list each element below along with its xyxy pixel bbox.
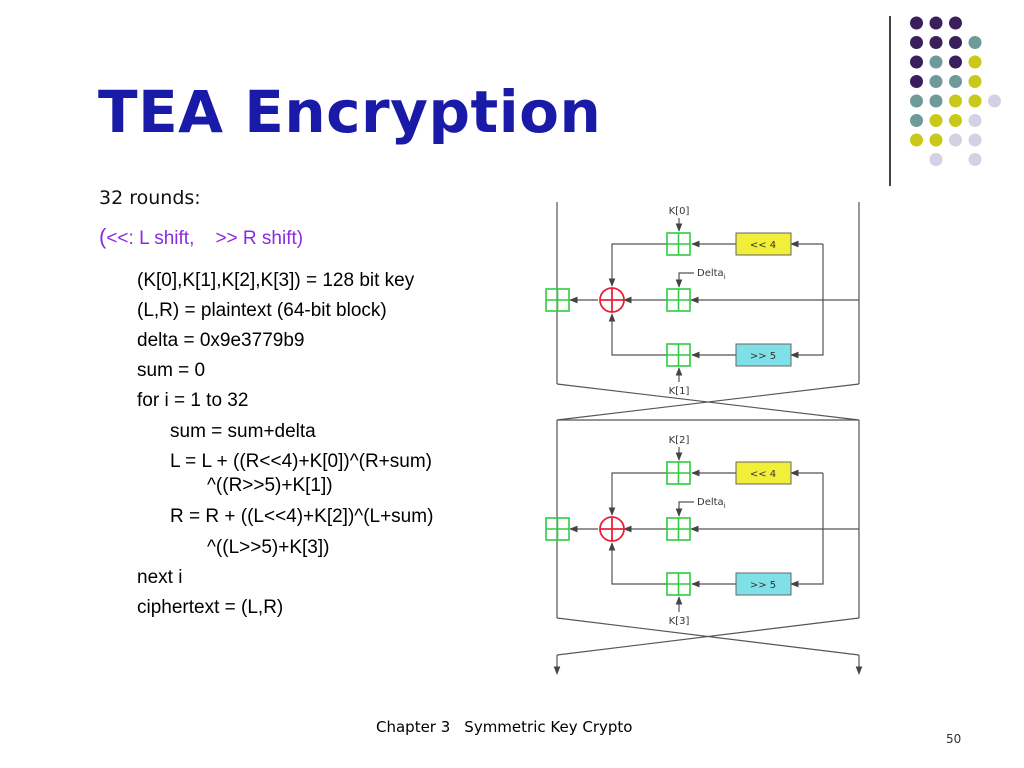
decorative-dot [929, 153, 943, 166]
key-label-k3: K[3] [669, 616, 690, 627]
page-title: TEA Encryption [98, 78, 602, 146]
code-line: sum = sum+delta [170, 421, 316, 442]
decorative-dot [929, 133, 943, 147]
decorative-dot [949, 133, 962, 147]
round-1: << 4 >> 5 K[0] K[1] Deltai [545, 202, 860, 421]
slide-footer: Chapter 3 Symmetric Key Crypto [376, 718, 632, 736]
decorative-dot [910, 36, 923, 49]
code-line: (L,R) = plaintext (64-bit block) [137, 300, 387, 321]
code-line: next i [137, 567, 183, 588]
code-line: ^((R>>5)+K[1]) [207, 475, 333, 496]
key-label-k1: K[1] [669, 386, 690, 397]
decorative-dot-grid [910, 16, 1001, 166]
footer-chapter: Chapter 3 [376, 718, 451, 736]
decorative-dot [910, 55, 923, 69]
decorative-dot [968, 36, 982, 49]
round-2: << 4 >> 5 K[2] K[3] Deltai [545, 419, 863, 675]
code-line: R = R + ((L<<4)+K[2])^(L+sum) [170, 506, 434, 527]
code-line: for i = 1 to 32 [137, 390, 249, 411]
decorative-dot [910, 75, 923, 88]
key-label-k2: K[2] [669, 435, 690, 446]
decorative-dot [929, 36, 943, 49]
shift-right-label: >> 5 [750, 580, 776, 591]
decorative-dot [949, 36, 962, 49]
delta-label: Deltai [697, 497, 726, 510]
decorative-dot [968, 75, 982, 88]
decorative-dot [929, 75, 943, 88]
code-line: ^((L>>5)+K[3]) [207, 537, 330, 558]
decorative-dot [910, 133, 923, 147]
decorative-dot [968, 94, 982, 108]
decorative-dot [949, 55, 962, 69]
shift-right-label: >> 5 [750, 351, 776, 362]
code-line: (K[0],K[1],K[2],K[3]) = 128 bit key [137, 270, 415, 291]
shift-legend-paren: ( [99, 224, 107, 249]
decorative-dot [988, 94, 1001, 108]
footer-topic: Symmetric Key Crypto [464, 718, 633, 736]
shift-legend: (<<: L shift, >> R shift) [99, 224, 303, 250]
decorative-dot [910, 16, 923, 30]
rounds-label: 32 rounds: [99, 187, 201, 209]
key-label-k0: K[0] [669, 206, 690, 217]
code-line: delta = 0x9e3779b9 [137, 330, 305, 351]
decorative-dot [929, 94, 943, 108]
shift-left-label: << 4 [750, 469, 776, 480]
page-number: 50 [946, 732, 962, 746]
decorative-dot [929, 16, 943, 30]
decorative-dot [910, 114, 923, 127]
decorative-dot [929, 114, 943, 127]
code-line: L = L + ((R<<4)+K[0])^(R+sum) [170, 451, 432, 472]
code-line: sum = 0 [137, 360, 206, 381]
decorative-dot [949, 94, 962, 108]
decorative-dot [968, 114, 982, 127]
decorative-dot [929, 55, 943, 69]
decorative-dot [968, 55, 982, 69]
decorative-dot [910, 94, 923, 108]
decorative-dot [968, 133, 982, 147]
decorative-dot [949, 75, 962, 88]
shift-legend-text: <<: L shift, >> R shift) [106, 228, 304, 249]
code-line: ciphertext = (L,R) [137, 597, 284, 618]
shift-left-label: << 4 [750, 240, 776, 251]
decorative-dot [949, 16, 962, 30]
decorative-dot [949, 114, 962, 127]
decorative-dot [968, 153, 982, 166]
delta-label: Deltai [697, 268, 726, 281]
header-divider [889, 16, 891, 186]
